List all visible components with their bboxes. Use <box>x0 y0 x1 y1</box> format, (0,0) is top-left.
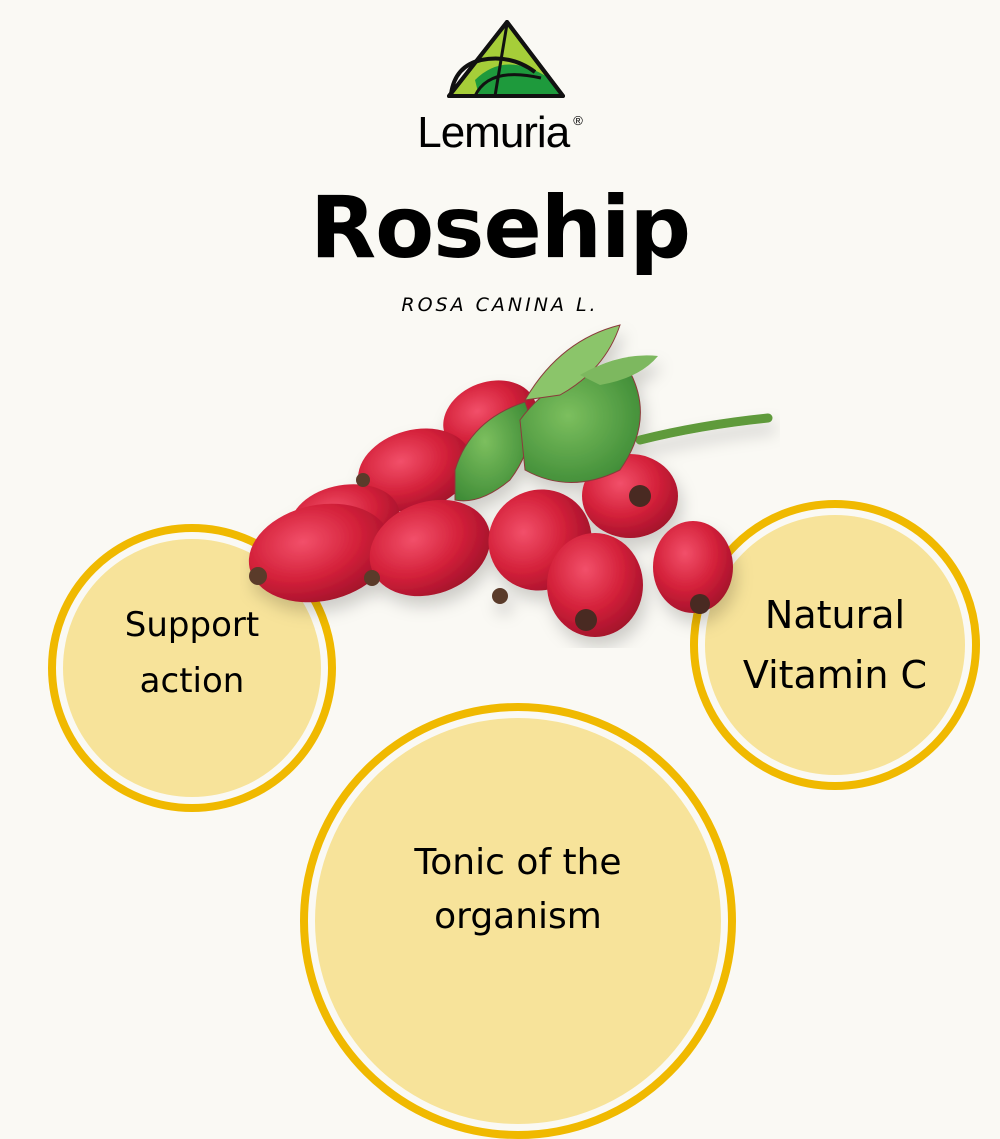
triangle-leaf-logo-icon <box>447 20 565 98</box>
botanical-name: ROSA CANINA L. <box>401 294 599 316</box>
registered-mark: ® <box>573 113 583 128</box>
brand-wordmark: Lemuria <box>417 108 570 157</box>
benefit-label-line1: Support <box>124 605 260 645</box>
benefit-circle-fill: Tonic of the organism <box>315 718 721 1124</box>
benefit-circle-vitamin-c: Natural Vitamin C <box>690 500 980 790</box>
benefit-circle-fill: Support action <box>63 539 321 797</box>
benefit-label-line1: Tonic of the <box>414 842 622 883</box>
page-title: Rosehip <box>309 178 691 278</box>
benefit-label-line2: action <box>139 661 245 701</box>
benefit-circle-tonic: Tonic of the organism <box>300 703 736 1139</box>
benefit-label-line2: organism <box>434 896 602 937</box>
rosehip-berries-image <box>248 324 773 637</box>
benefit-circle-fill: Natural Vitamin C <box>705 515 965 775</box>
benefit-label-line1: Natural <box>764 593 906 637</box>
benefit-label-line2: Vitamin C <box>742 653 928 697</box>
brand-name: Lemuria® <box>0 96 1000 158</box>
